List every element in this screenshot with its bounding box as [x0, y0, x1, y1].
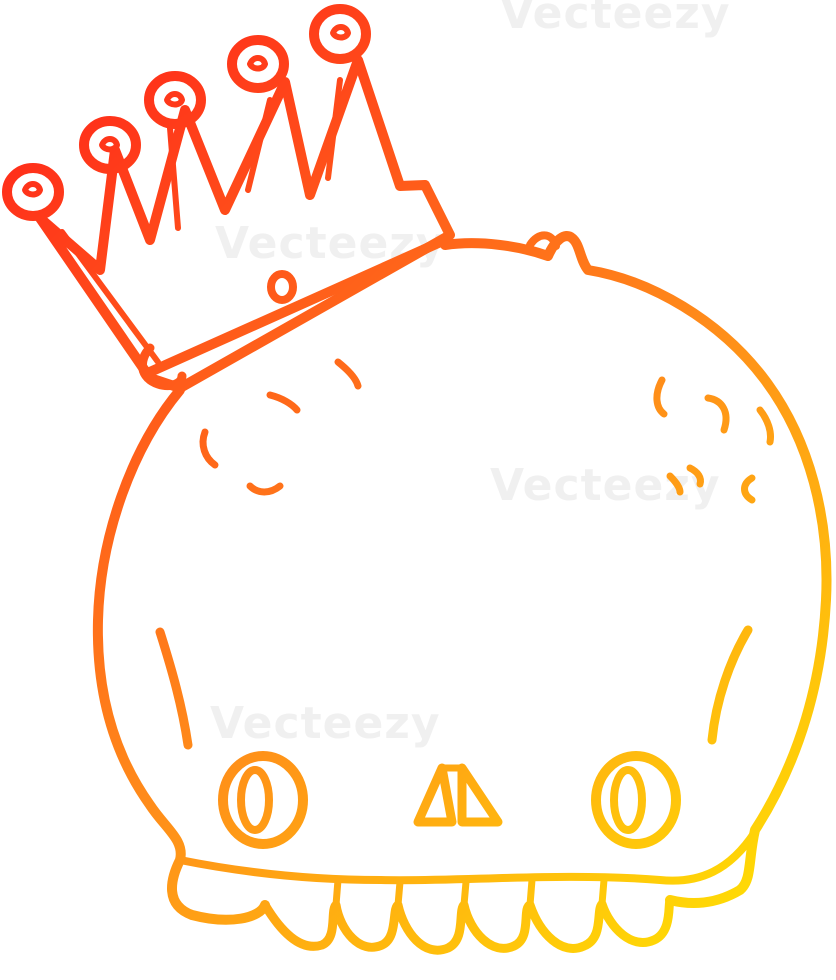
ball-highlight: [99, 136, 120, 153]
crown-inner-line: [59, 77, 343, 365]
skull-nose: [413, 763, 503, 827]
ball-highlight: [330, 24, 351, 41]
texture-mark: [686, 464, 704, 488]
texture-mark: [704, 394, 730, 434]
skull-texture-marks: [199, 358, 774, 504]
eye-socket-inner: [237, 766, 273, 834]
texture-mark: [246, 482, 284, 496]
crown-ball: [309, 4, 371, 64]
texture-mark: [199, 428, 219, 469]
skull-cheek-line-right: [707, 625, 753, 745]
ball-highlight: [164, 91, 185, 108]
texture-mark: [741, 474, 756, 504]
crown-band: [145, 235, 450, 377]
skull-cranium-outline: [92, 231, 832, 925]
texture-mark: [756, 406, 774, 446]
nose-left: [413, 763, 457, 827]
crown-tip-balls: [2, 4, 371, 221]
eye-socket: [591, 751, 681, 849]
texture-mark: [334, 358, 362, 390]
nose-right: [457, 763, 503, 827]
crown-jewel: [267, 270, 297, 304]
crown: [2, 4, 455, 393]
texture-mark: [666, 472, 684, 496]
crown-ball: [227, 35, 289, 93]
skull-teeth-line: [176, 828, 759, 885]
texture-mark: [653, 376, 668, 418]
crown-ball: [144, 71, 206, 129]
crown-ball: [79, 116, 141, 174]
skull-eye-right: [591, 751, 681, 849]
skull-teeth-gaps: [332, 876, 608, 909]
crown-base-curl: [138, 343, 187, 391]
crown-zigzag: [35, 55, 455, 393]
eye-socket-inner: [610, 766, 646, 834]
eye-socket: [218, 751, 308, 849]
skull-cheek-line-left: [155, 627, 193, 750]
skull-eye-left: [218, 751, 308, 849]
ball-highlight: [22, 181, 43, 198]
skull: [92, 231, 832, 955]
crown-ball: [2, 163, 64, 221]
skull-top-bump: [526, 231, 560, 250]
ball-highlight: [247, 55, 268, 72]
crown-ball-highlights: [22, 24, 351, 198]
texture-mark: [266, 391, 301, 414]
skull-teeth: [260, 895, 675, 955]
